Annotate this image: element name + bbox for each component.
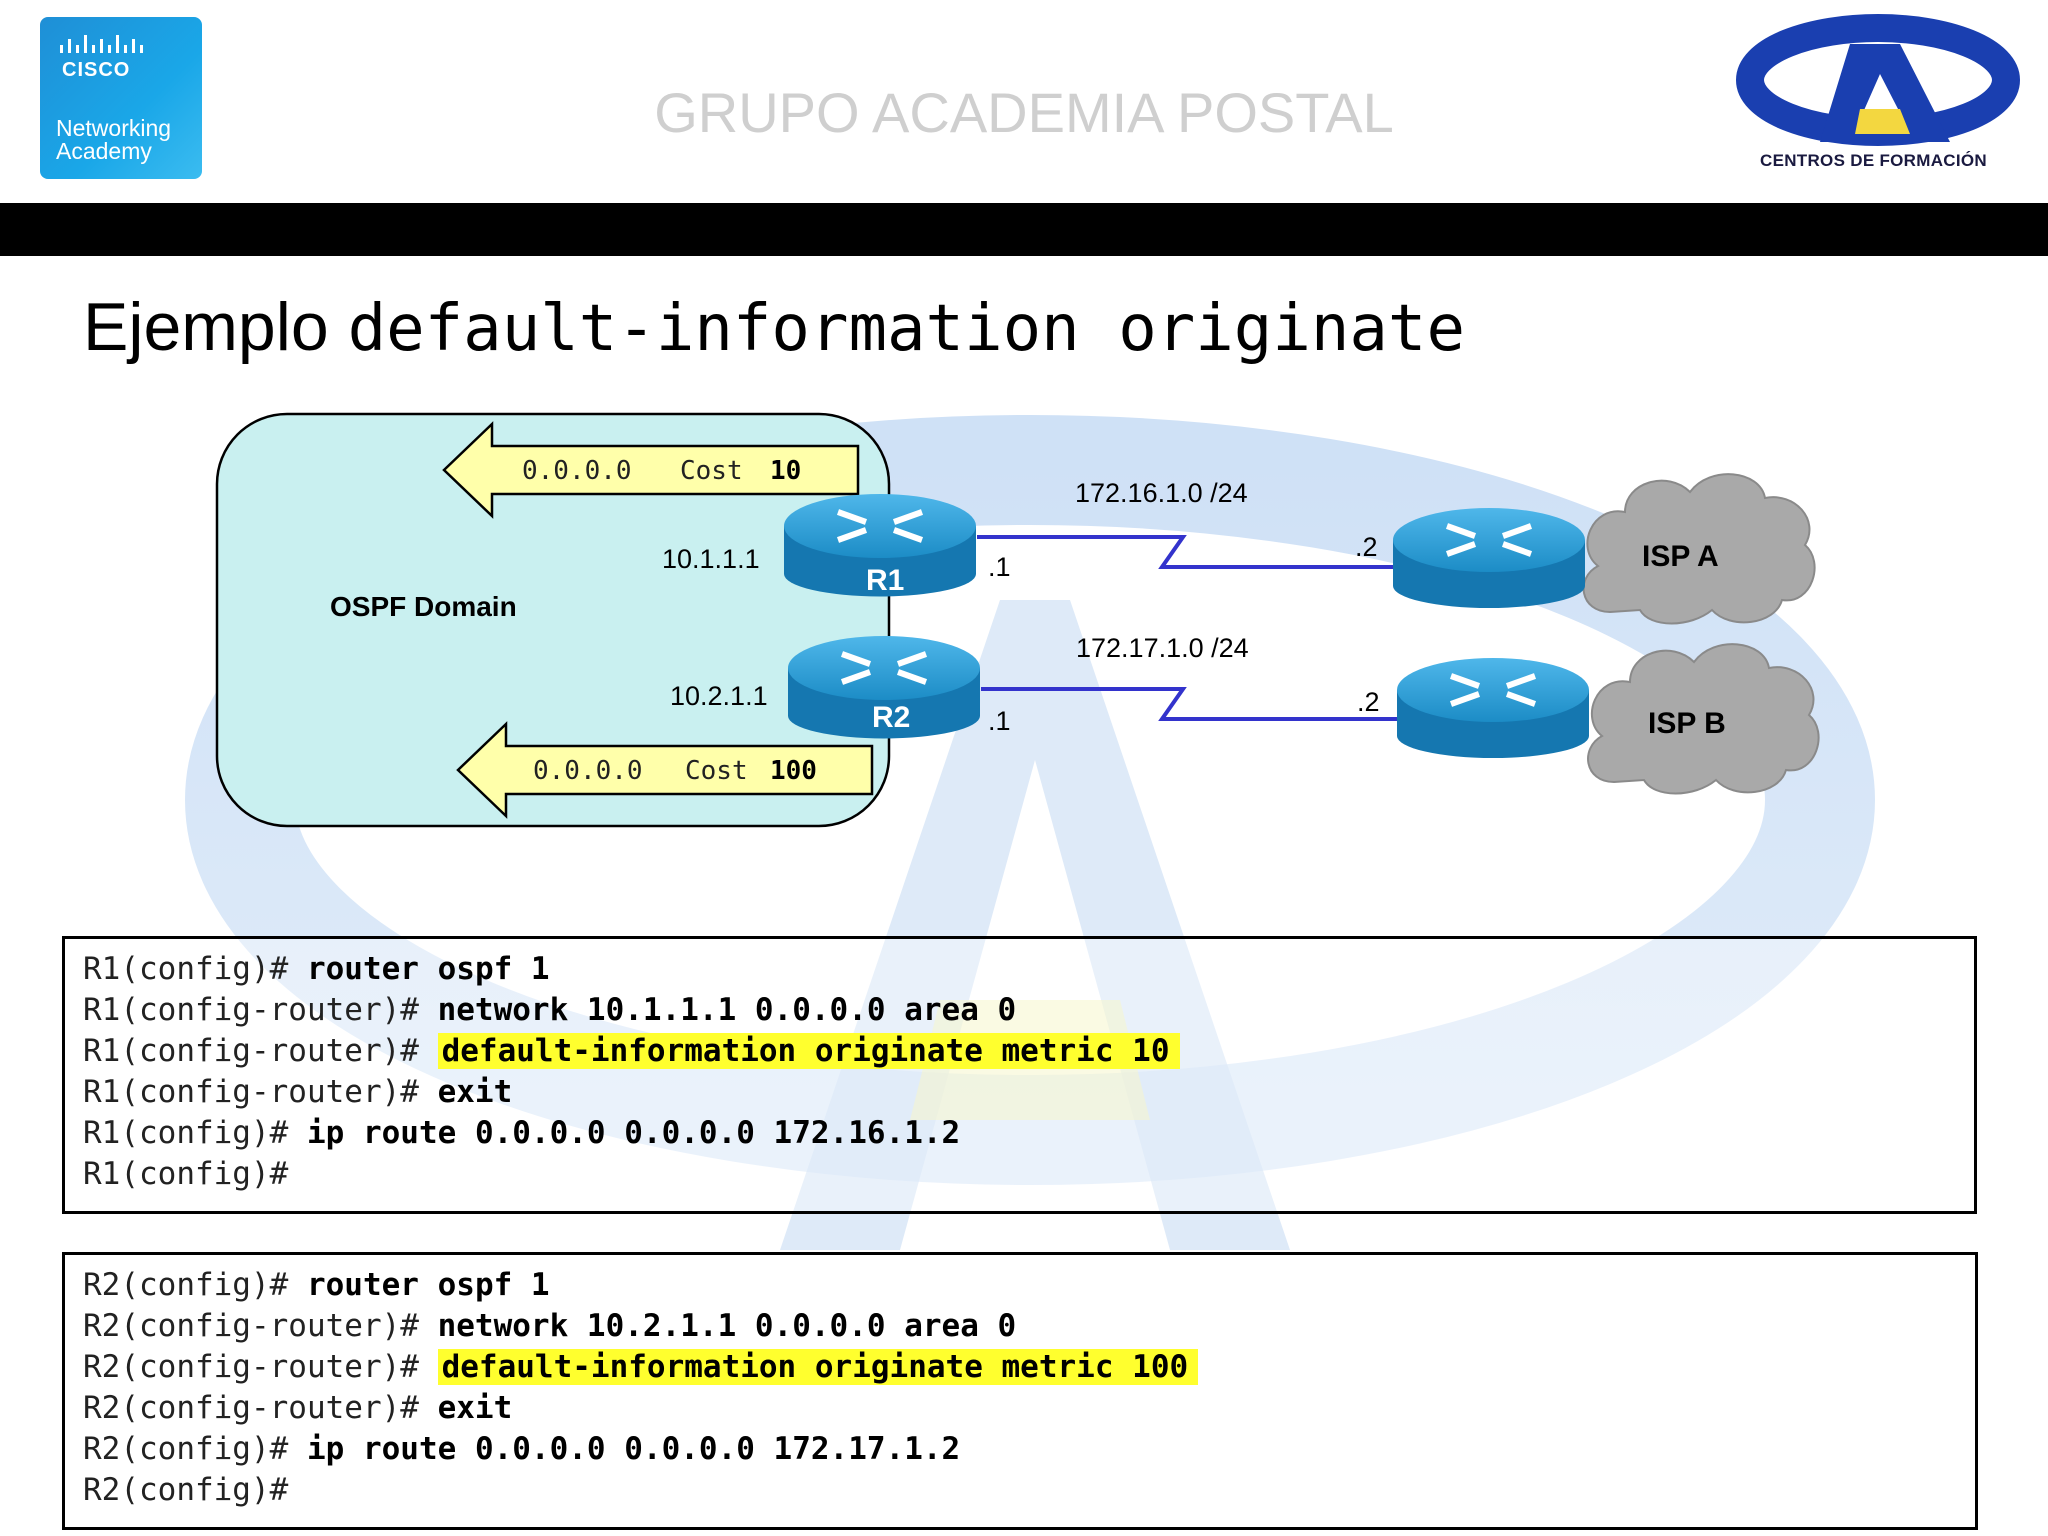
r1-name: R1 xyxy=(866,564,904,597)
serial-link-r1-ispa xyxy=(977,535,1395,569)
slide-title-code: default-information originate xyxy=(347,292,1465,366)
command: network 10.2.1.1 0.0.0.0 area 0 xyxy=(437,1308,1017,1344)
r1-config-line: R1(config-router)# exit xyxy=(83,1074,512,1110)
net1-label: 172.16.1.0 /24 xyxy=(1075,478,1248,508)
isp-b-name: ISP B xyxy=(1648,707,1726,740)
arrow2-cost-label: Cost xyxy=(685,756,748,786)
r1-config-line: R1(config-router)# default-information o… xyxy=(83,1033,1180,1069)
r2-config-line: R2(config-router)# default-information o… xyxy=(83,1349,1199,1385)
header-divider-bar xyxy=(0,203,2048,256)
router-isp-b-icon xyxy=(1397,658,1589,758)
ospf-domain-label: OSPF Domain xyxy=(330,591,517,622)
r1-config-line: R1(config-router)# network 10.1.1.1 0.0.… xyxy=(83,992,1016,1028)
highlighted-command: default-information originate metric 100 xyxy=(437,1349,1199,1385)
prompt: R2(config)# xyxy=(83,1472,289,1508)
r1-ip: 10.1.1.1 xyxy=(662,544,760,574)
cisco-line1: Networking xyxy=(56,115,172,141)
slide-title-text: Ejemplo xyxy=(83,289,329,365)
r2-config-line: R2(config)# ip route 0.0.0.0 0.0.0.0 172… xyxy=(83,1431,960,1467)
prompt: R2(config)# xyxy=(83,1431,307,1467)
prompt: R1(config-router)# xyxy=(83,1033,438,1069)
router-r1-icon: R1 xyxy=(784,494,976,597)
r1-config-box: R1(config)# router ospf 1 R1(config-rout… xyxy=(62,936,1977,1214)
cisco-bars-icon xyxy=(60,35,143,53)
command: exit xyxy=(437,1074,513,1110)
arrow1-prefix: 0.0.0.0 xyxy=(522,456,632,486)
arrow2-cost: 100 xyxy=(770,756,817,786)
router-isp-a-icon xyxy=(1393,508,1585,608)
prompt: R2(config-router)# xyxy=(83,1349,438,1385)
slide-title: Ejemplo default-information originate xyxy=(83,288,1465,366)
command: exit xyxy=(437,1390,513,1426)
arrow2-prefix: 0.0.0.0 xyxy=(533,756,643,786)
prompt: R1(config-router)# xyxy=(83,1074,438,1110)
isp-b-port: .2 xyxy=(1357,687,1380,717)
default-route-arrow-r1: 0.0.0.0 Cost 10 xyxy=(442,421,860,519)
ospf-domain-box xyxy=(215,412,891,828)
command: router ospf 1 xyxy=(306,1267,550,1303)
r2-config-line: R2(config-router)# exit xyxy=(83,1390,512,1426)
r2-config-box: R2(config)# router ospf 1 R2(config-rout… xyxy=(62,1252,1978,1530)
command: network 10.1.1.1 0.0.0.0 area 0 xyxy=(437,992,1017,1028)
net2-label: 172.17.1.0 /24 xyxy=(1076,633,1249,663)
academia-postal-logo xyxy=(1736,14,2020,146)
r2-config-line: R2(config)# xyxy=(83,1472,288,1508)
isp-a-port: .2 xyxy=(1355,532,1378,562)
r2-config-line: R2(config)# router ospf 1 xyxy=(83,1267,550,1303)
prompt: R2(config-router)# xyxy=(83,1308,438,1344)
r2-config-line: R2(config-router)# network 10.2.1.1 0.0.… xyxy=(83,1308,1016,1344)
network-diagram: OSPF Domain 0.0.0.0 Cost 10 0.0.0.0 Cost… xyxy=(215,412,1820,828)
networking-academy-text: Networking Academy xyxy=(56,117,171,163)
r2-name: R2 xyxy=(872,701,910,734)
router-r2-icon: R2 xyxy=(788,636,981,739)
cisco-word: CISCO xyxy=(62,59,131,81)
prompt: R2(config-router)# xyxy=(83,1390,438,1426)
isp-a-cloud: ISP A xyxy=(1582,473,1816,625)
prompt: R1(config)# xyxy=(83,951,307,987)
r2-port: .1 xyxy=(988,706,1011,736)
arrow1-cost-label: Cost xyxy=(680,456,743,486)
r1-config-line: R1(config)# xyxy=(83,1156,288,1192)
r1-config-line: R1(config)# ip route 0.0.0.0 0.0.0.0 172… xyxy=(83,1115,960,1151)
arrow1-cost: 10 xyxy=(770,456,801,486)
prompt: R1(config)# xyxy=(83,1115,307,1151)
default-route-arrow-r2: 0.0.0.0 Cost 100 xyxy=(456,721,874,819)
cisco-networking-academy-logo: CISCO Networking Academy xyxy=(40,17,202,179)
r2-ip: 10.2.1.1 xyxy=(670,681,768,711)
serial-link-r2-ispb xyxy=(981,687,1399,721)
isp-b-cloud: ISP B xyxy=(1587,643,1820,795)
command: ip route 0.0.0.0 0.0.0.0 172.16.1.2 xyxy=(306,1115,961,1151)
prompt: R1(config)# xyxy=(83,1156,289,1192)
r1-port: .1 xyxy=(988,552,1011,582)
cisco-line2: Academy xyxy=(56,138,152,164)
highlighted-command: default-information originate metric 10 xyxy=(437,1033,1180,1069)
command: ip route 0.0.0.0 0.0.0.0 172.17.1.2 xyxy=(306,1431,961,1467)
header-title: GRUPO ACADEMIA POSTAL xyxy=(654,81,1394,144)
prompt: R2(config)# xyxy=(83,1267,307,1303)
prompt: R1(config-router)# xyxy=(83,992,438,1028)
isp-a-name: ISP A xyxy=(1642,540,1719,573)
right-logo-caption: CENTROS DE FORMACIÓN xyxy=(1760,151,1987,170)
command: router ospf 1 xyxy=(306,951,550,987)
r1-config-line: R1(config)# router ospf 1 xyxy=(83,951,550,987)
